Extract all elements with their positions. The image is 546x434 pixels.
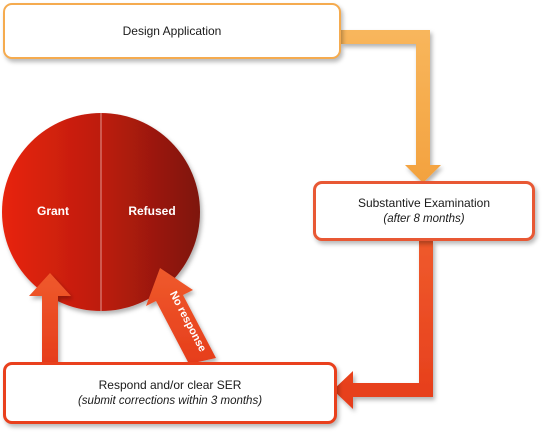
design-application-label: Design Application [122, 24, 222, 38]
design-application-box: Design Application [3, 3, 341, 59]
respond-box: Respond and/or clear SER (submit correct… [3, 362, 337, 424]
substantive-examination-box: Substantive Examination (after 8 months) [313, 181, 535, 241]
arrow-exam-to-respond [333, 241, 433, 409]
respond-title: Respond and/or clear SER [98, 378, 242, 392]
arrow-respond-to-grant [29, 273, 71, 362]
arrow-no-response [146, 268, 216, 364]
arrow-design-to-exam [341, 30, 441, 183]
substantive-examination-title: Substantive Examination [357, 196, 491, 210]
respond-note: (submit corrections within 3 months) [77, 395, 263, 407]
refused-label: Refused [128, 204, 176, 218]
grant-label: Grant [36, 204, 69, 218]
substantive-examination-note: (after 8 months) [383, 213, 465, 225]
